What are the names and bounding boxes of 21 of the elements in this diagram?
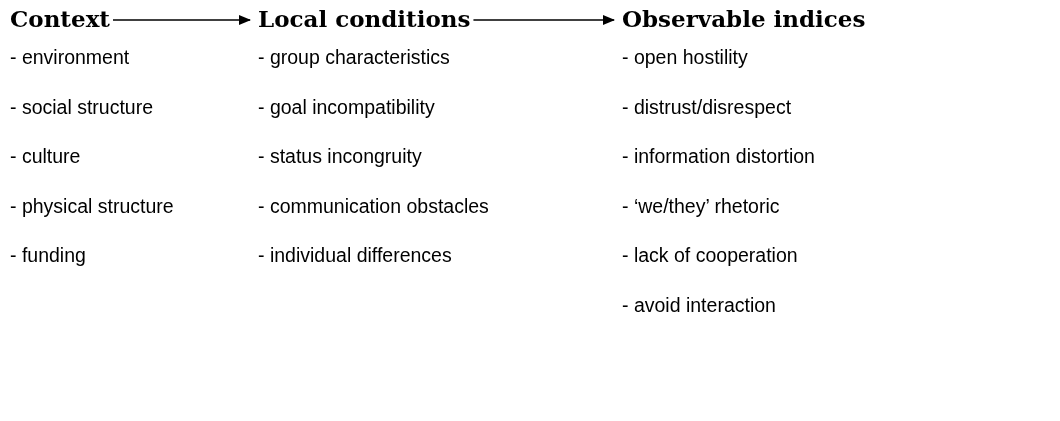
arrow	[472, 15, 615, 25]
arrow	[112, 15, 251, 25]
list-item: - individual differences	[258, 243, 452, 267]
list-item: - open hostility	[622, 45, 748, 69]
column-heading: Observable indices	[622, 5, 866, 33]
list-item: - group characteristics	[258, 45, 450, 69]
list-item: - information distortion	[622, 144, 815, 168]
list-item: - culture	[10, 144, 81, 168]
list-item: - physical structure	[10, 193, 174, 218]
list-item: - funding	[10, 243, 86, 267]
column-heading: Context	[10, 5, 110, 33]
list-item: - goal incompatibility	[258, 94, 435, 119]
list-item: - ‘we/they’ rhetoric	[622, 193, 780, 218]
list-item: - status incongruity	[258, 144, 422, 168]
list-item: - avoid interaction	[622, 292, 776, 317]
list-item: - distrust/disrespect	[622, 94, 792, 119]
list-item: - lack of cooperation	[622, 243, 798, 267]
column-heading: Local conditions	[258, 5, 471, 33]
list-item: - social structure	[10, 94, 154, 119]
list-item: - environment	[10, 45, 130, 69]
list-item: - communication obstacles	[258, 193, 489, 218]
